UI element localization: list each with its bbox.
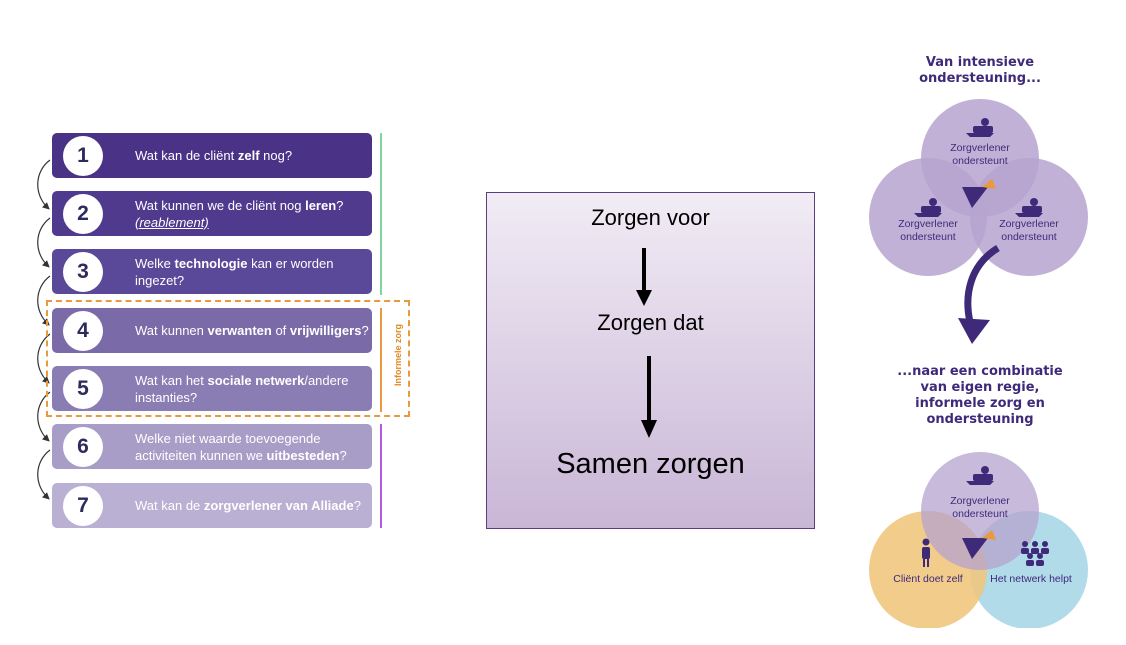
step-1: 1 Wat kan de cliënt zelf nog? (52, 133, 372, 178)
step-2: 2 Wat kunnen we de cliënt nog leren? (rea… (52, 191, 372, 236)
step-6: 6 Welke niet waarde toevoegende activitei… (52, 424, 372, 469)
step-question: Wat kan de zorgverlener van Alliade? (135, 498, 361, 513)
step-number: 3 (63, 252, 103, 292)
down-arrows (636, 248, 657, 438)
step-number: 4 (63, 311, 103, 351)
step-3: 3 Welke technologie kan er worden ingezet… (52, 249, 372, 294)
top-caption: Van intensieve ondersteuning... (919, 55, 1041, 86)
zorgen-voor-text: Zorgen voor (591, 205, 710, 230)
center-box (486, 192, 815, 529)
bottom-circle-label-2: Cliënt doet zelf (893, 573, 963, 585)
step-number: 7 (63, 486, 103, 526)
step-question: Wat kan het sociale netwerk/andere insta… (135, 372, 349, 405)
step-number: 1 (63, 136, 103, 176)
step-question: Wat kunnen verwanten of vrijwilligers? (135, 323, 369, 338)
step-5: 5 Wat kan het sociale netwerk/andere inst… (52, 366, 372, 411)
bottom-venn (869, 452, 1088, 628)
bottom-circle-label-1: Zorgverlener ondersteunt (950, 495, 1010, 520)
step-number: 2 (63, 194, 103, 234)
informele-zorg-box (46, 300, 410, 417)
top-venn (869, 99, 1088, 276)
samen-zorgen-text: Samen zorgen (556, 448, 745, 480)
step-question: Welke niet waarde toevoegende activiteit… (135, 430, 347, 463)
step-7: 7 Wat kan de zorgverlener van Alliade? (52, 483, 372, 528)
orange-side-bar (380, 308, 382, 412)
top-circle-label-2: Zorgverlener ondersteunt (898, 218, 958, 243)
step-question: Wat kunnen we de cliënt nog leren? (reab… (135, 197, 344, 230)
top-circle-label-1: Zorgverlener ondersteunt (950, 142, 1010, 167)
curved-down-arrow (958, 245, 1000, 344)
step-number: 6 (63, 427, 103, 467)
step-number: 5 (63, 369, 103, 409)
step-4: 4 Wat kunnen verwanten of vrijwilligers? (52, 308, 372, 353)
violet-side-bar (380, 424, 382, 528)
step-question: Welke technologie kan er worden ingezet? (135, 255, 334, 288)
zorgen-dat-text: Zorgen dat (597, 310, 704, 335)
green-side-bar (380, 133, 382, 295)
bottom-caption: ...naar een combinatie van eigen regie, … (897, 364, 1063, 427)
top-circle-label-3: Zorgverlener ondersteunt (999, 218, 1059, 243)
step-question: Wat kan de cliënt zelf nog? (135, 148, 293, 163)
bottom-circle-label-3: Het netwerk helpt (990, 573, 1072, 585)
informele-zorg-label: Informele zorg (393, 324, 403, 387)
